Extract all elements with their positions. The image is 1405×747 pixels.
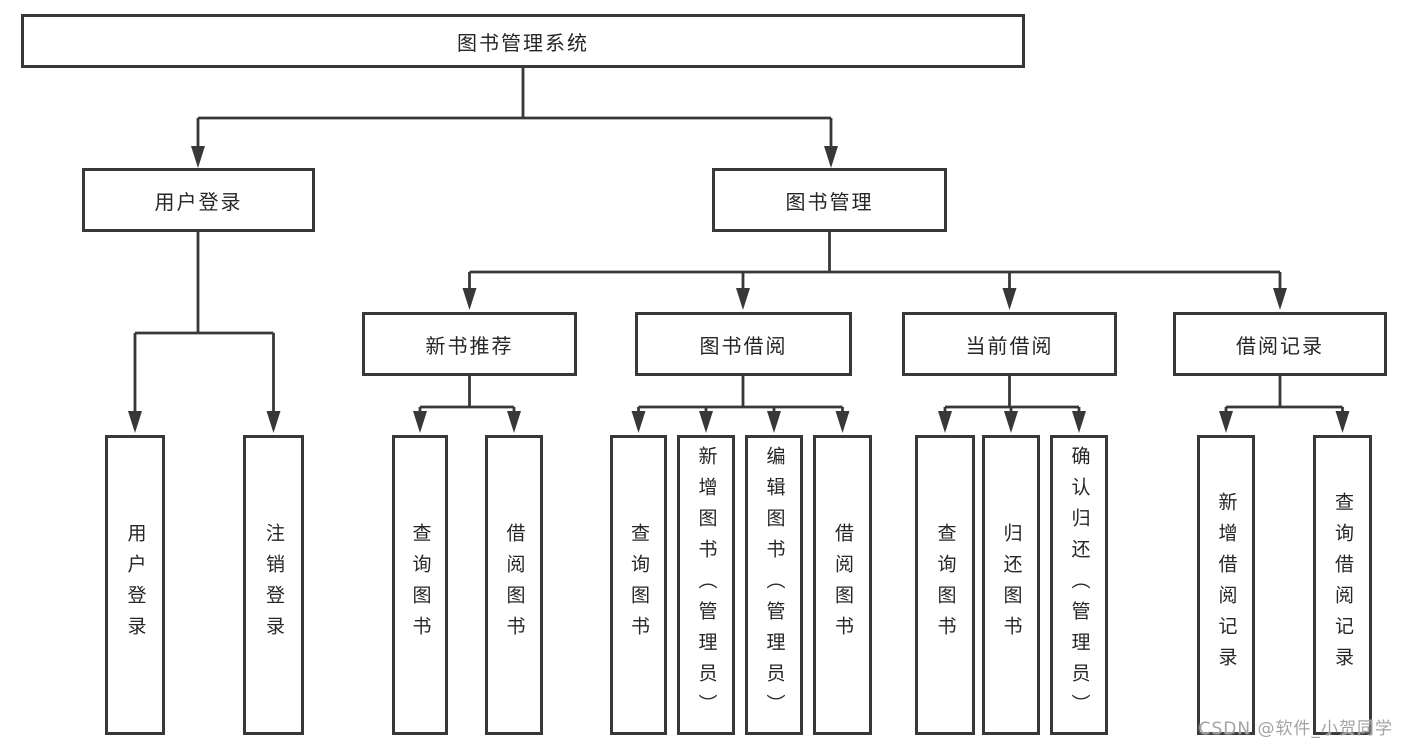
edges-root [191, 68, 838, 168]
leaf-label: 查询图书 [628, 523, 650, 647]
leaf-borrow-book-2: 借阅图书 [813, 435, 872, 735]
leaf-label: 编辑图书（管理员） [763, 445, 786, 725]
leaf-label: 借阅图书 [832, 523, 854, 647]
leaf-label: 查询图书 [934, 523, 957, 647]
leaf-edit-book-admin: 编辑图书（管理员） [745, 435, 803, 735]
leaf-query-book-2: 查询图书 [610, 435, 667, 735]
edges-borrow-record [1219, 376, 1350, 433]
leaf-confirm-return-admin: 确认归还（管理员） [1050, 435, 1108, 735]
leaf-label: 归还图书 [1000, 523, 1023, 647]
node-book-borrow: 图书借阅 [635, 312, 852, 376]
edges-current-borrow [938, 376, 1086, 433]
node-book-management: 图书管理 [712, 168, 947, 232]
leaf-query-book-3: 查询图书 [915, 435, 975, 735]
leaf-label: 确认归还（管理员） [1068, 445, 1091, 725]
leaf-label: 注销登录 [263, 523, 285, 647]
leaf-add-borrow-record: 新增借阅记录 [1197, 435, 1255, 735]
leaf-user-login: 用户登录 [105, 435, 165, 735]
edges-book-management [462, 232, 1287, 310]
node-user-login: 用户登录 [82, 168, 315, 232]
edges-user-login [128, 232, 281, 433]
csdn-watermark: CSDN @软件_小贺同学 [1198, 719, 1393, 739]
leaf-query-borrow-record: 查询借阅记录 [1313, 435, 1372, 735]
leaf-label: 新增借阅记录 [1215, 492, 1238, 678]
leaf-label: 用户登录 [124, 523, 147, 647]
leaf-label: 新增图书（管理员） [695, 445, 718, 725]
leaf-label: 查询借阅记录 [1332, 492, 1354, 678]
leaf-borrow-book-1: 借阅图书 [485, 435, 543, 735]
leaf-add-book-admin: 新增图书（管理员） [677, 435, 735, 735]
node-current-borrow: 当前借阅 [902, 312, 1117, 376]
leaf-label: 借阅图书 [503, 523, 526, 647]
node-borrow-record: 借阅记录 [1173, 312, 1387, 376]
edges-book-borrow [631, 376, 850, 433]
leaf-label: 查询图书 [409, 523, 432, 647]
leaf-return-book: 归还图书 [982, 435, 1040, 735]
leaf-query-book-1: 查询图书 [392, 435, 448, 735]
leaf-logout: 注销登录 [243, 435, 304, 735]
node-new-book-recommend: 新书推荐 [362, 312, 577, 376]
node-root-system: 图书管理系统 [21, 14, 1025, 68]
edges-new-book [413, 376, 521, 433]
